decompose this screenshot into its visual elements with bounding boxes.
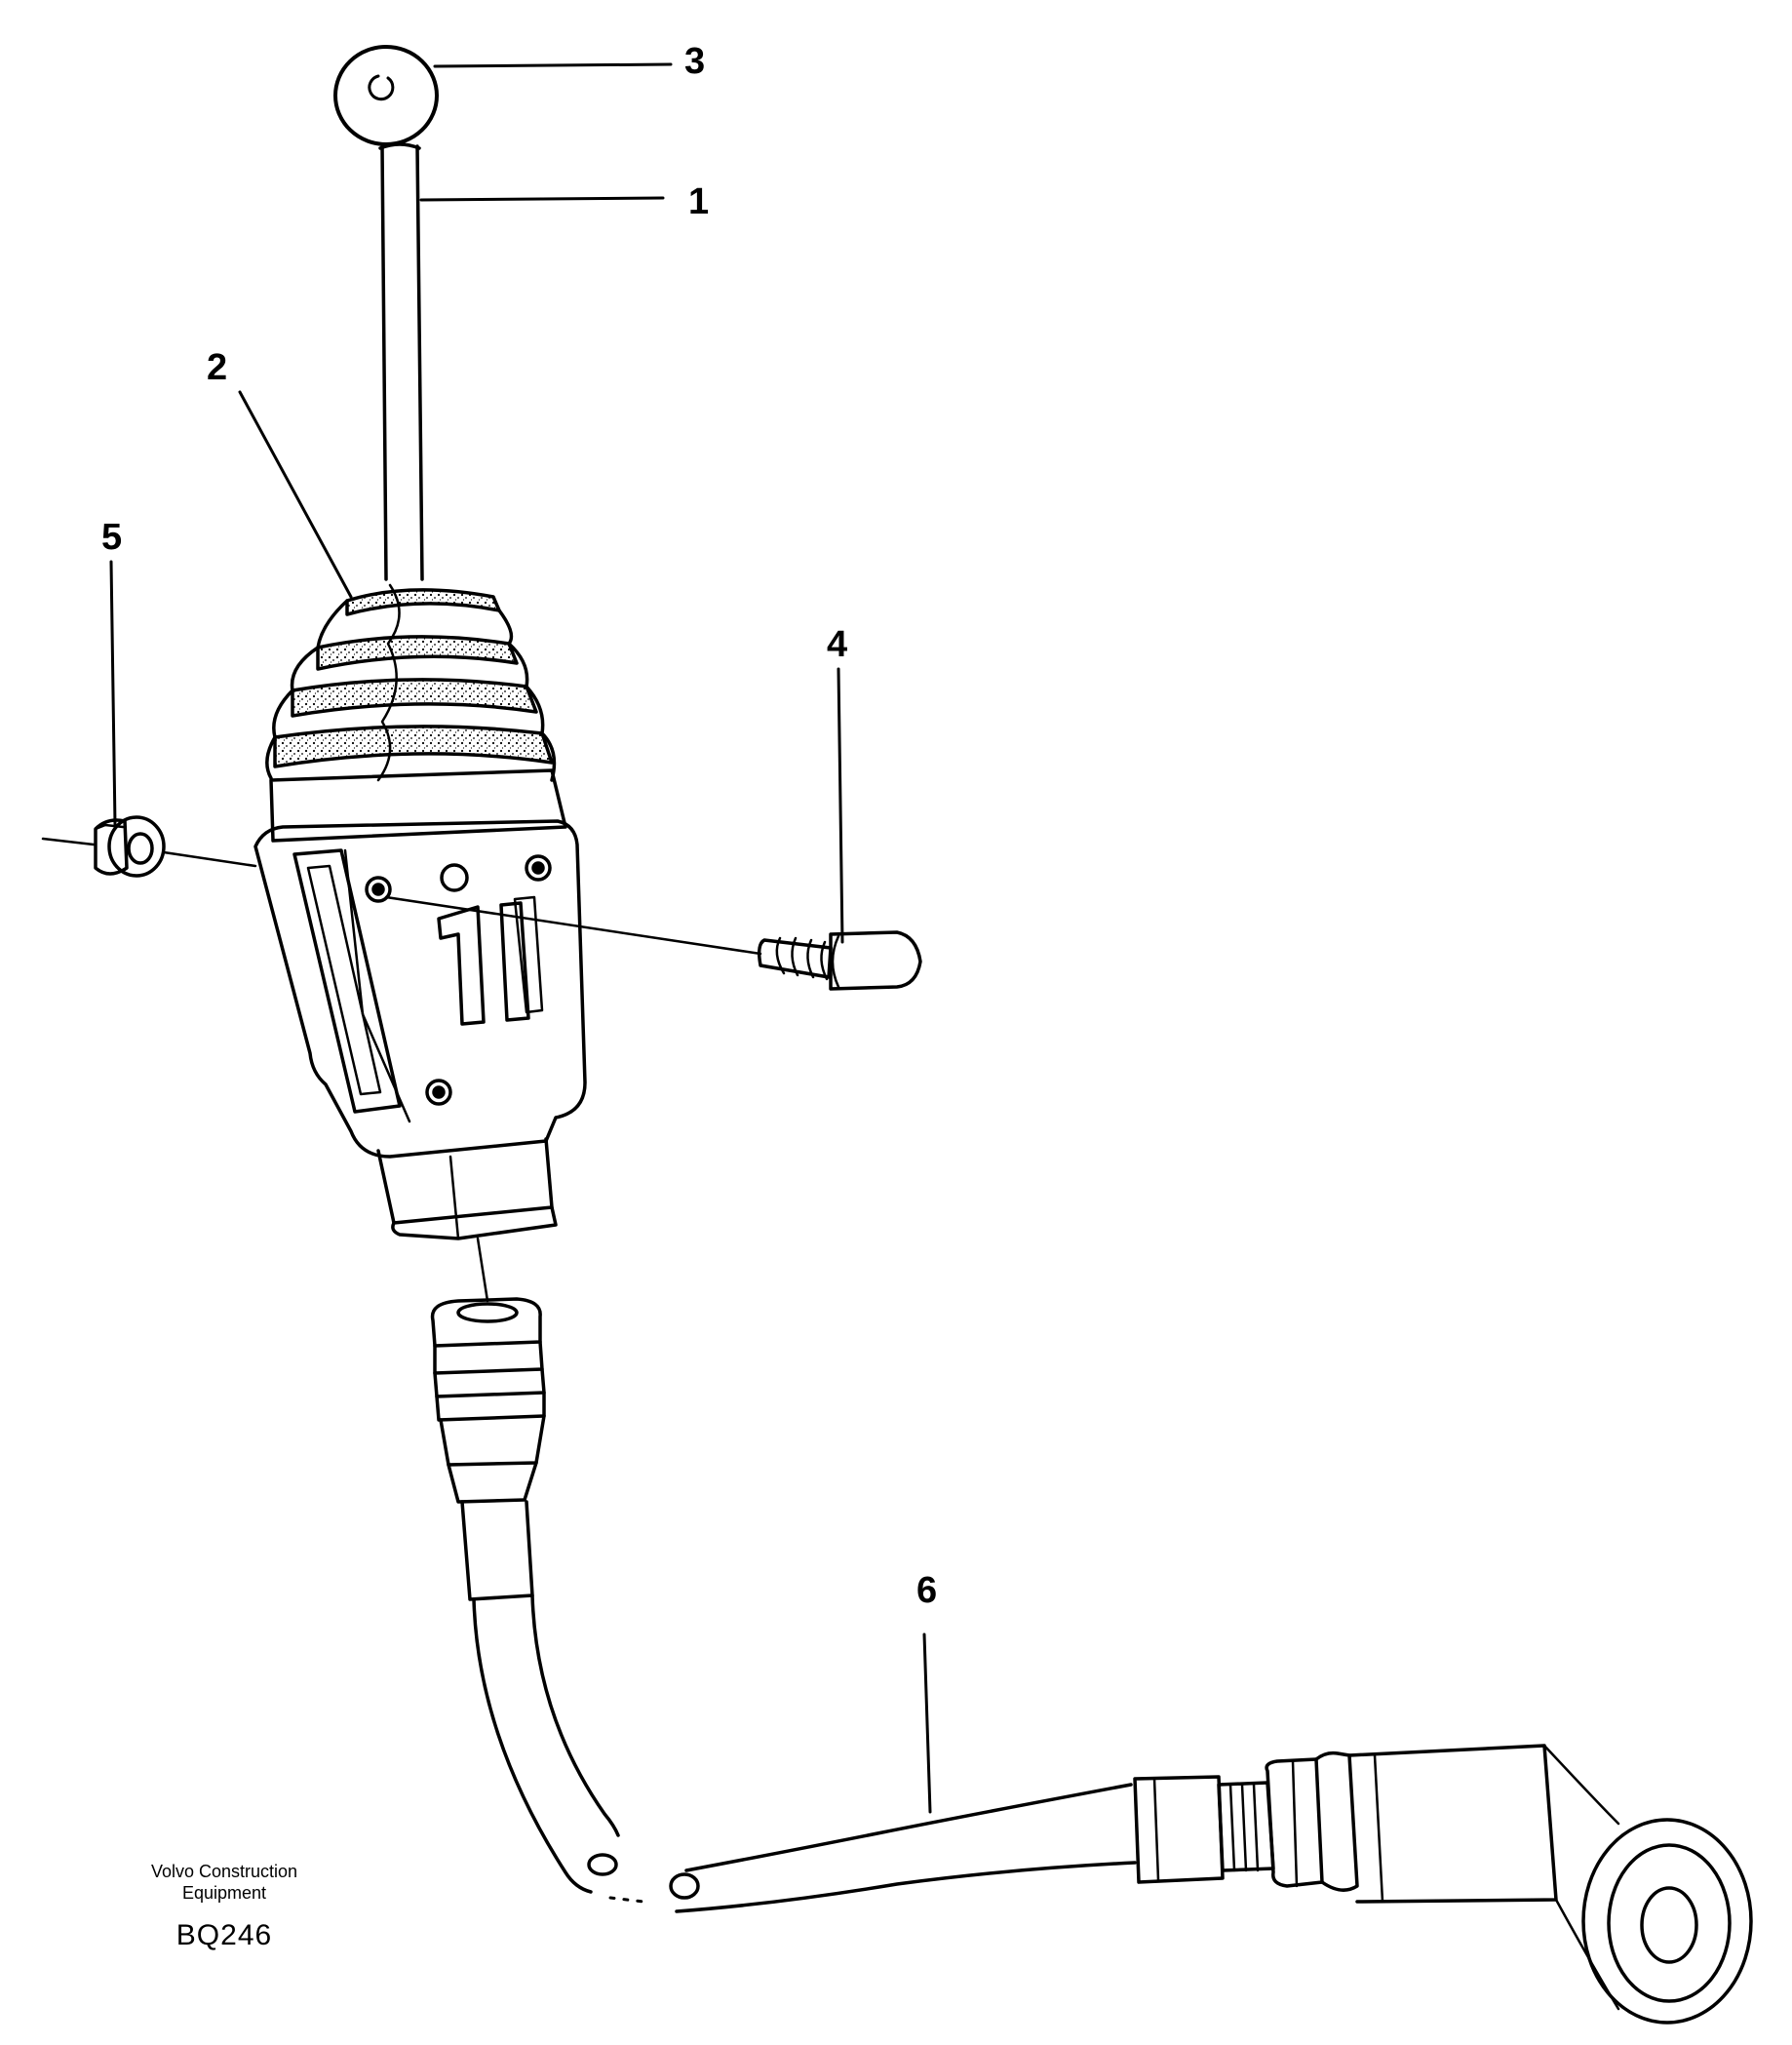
connector-plug bbox=[430, 1237, 546, 1601]
lever-housing bbox=[253, 768, 587, 1240]
credit-line-2: Equipment bbox=[181, 1883, 267, 1903]
callout-5: 5 bbox=[101, 517, 123, 558]
callout-3: 3 bbox=[684, 41, 706, 82]
cable-end-fitting bbox=[1133, 1744, 1753, 2025]
cable bbox=[472, 1593, 1137, 1913]
callout-2: 2 bbox=[207, 347, 228, 388]
callout-6: 6 bbox=[916, 1570, 938, 1611]
callout-1: 1 bbox=[688, 181, 710, 222]
callout-4: 4 bbox=[827, 624, 848, 665]
lever-rod bbox=[378, 142, 424, 581]
nut-washer bbox=[41, 815, 257, 878]
credit-block: Volvo Construction Equipment BQ246 bbox=[107, 1861, 341, 1952]
drawing-code: BQ246 bbox=[175, 1919, 273, 1951]
knob bbox=[333, 45, 439, 146]
leader-lines bbox=[109, 62, 932, 1814]
bellows-boot bbox=[265, 583, 557, 782]
screw bbox=[384, 895, 922, 991]
credit-line-1: Volvo Construction bbox=[150, 1862, 298, 1881]
